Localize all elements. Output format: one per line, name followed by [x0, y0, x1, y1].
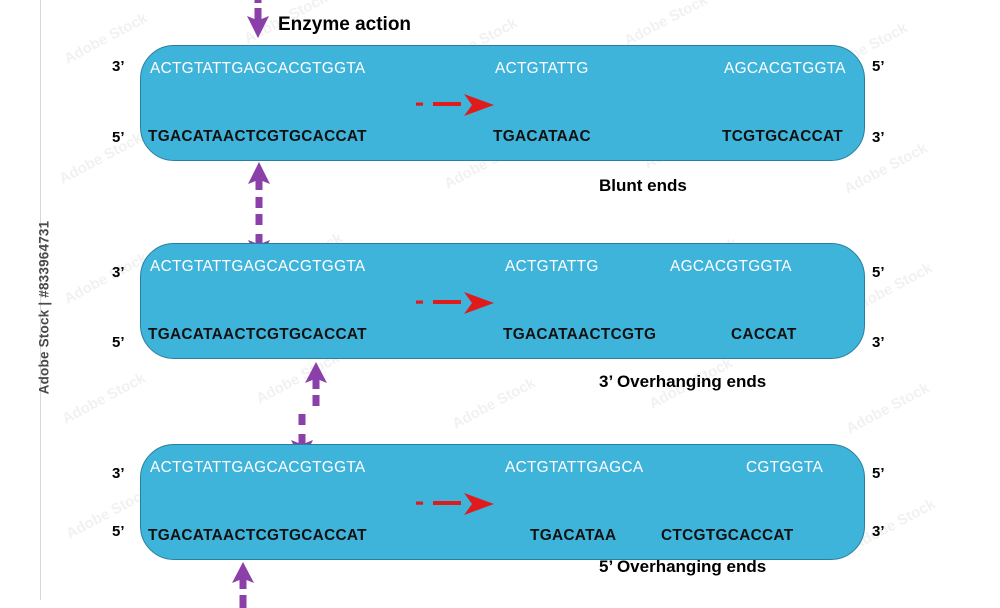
watermark-tile: Adobe Stock	[449, 374, 539, 433]
sequence-segment-right: TCGTGCACCAT	[722, 128, 843, 145]
sequence-segment-left: TGACATAACTCGTGCACCAT	[148, 326, 367, 343]
bottom-strand: TGACATAACTCGTGCACCAT TGACATAACTCGTG CACC…	[141, 324, 864, 346]
sequence-segment-middle: ACTGTATTG	[505, 258, 599, 275]
watermark-tile: Adobe Stock	[56, 129, 146, 188]
sequence-segment-middle: TGACATAAC	[493, 128, 591, 145]
dna-panel-five-prime-overhang: ACTGTATTGAGCACGTGGTA ACTGTATTGAGCA CGTGG…	[140, 444, 865, 560]
watermark-tile: Adobe Stock	[59, 369, 149, 428]
cut-site-arrow-icon	[416, 94, 494, 116]
enzyme-action-arrow-icon	[247, 0, 269, 38]
sequence-segment-left: TGACATAACTCGTGCACCAT	[148, 527, 367, 544]
bottom-strand: TGACATAACTCGTGCACCAT TGACATAAC TCGTGCACC…	[141, 126, 864, 148]
watermark-tile: Adobe Stock	[621, 0, 711, 50]
top-strand: ACTGTATTGAGCACGTGGTA ACTGTATTG AGCACGTGG…	[141, 256, 864, 278]
prime-label-left-top: 3’	[112, 264, 125, 281]
flow-arrow-up-icon	[232, 562, 254, 608]
sequence-segment-right: AGCACGTGGTA	[670, 258, 792, 275]
panel-caption-three-prime-overhang: 3’ Overhanging ends	[599, 372, 767, 391]
sequence-segment-middle: TGACATAACTCGTG	[503, 326, 657, 343]
watermark-divider	[40, 0, 41, 600]
sequence-segment-right: CTCGTGCACCAT	[661, 527, 794, 544]
top-strand: ACTGTATTGAGCACGTGGTA ACTGTATTG AGCACGTGG…	[141, 58, 864, 80]
sequence-segment-left: TGACATAACTCGTGCACCAT	[148, 128, 367, 145]
sequence-segment-right: CACCAT	[731, 326, 797, 343]
cut-site-arrow-icon	[416, 493, 494, 515]
watermark-credit: Adobe Stock | #833964731	[36, 220, 52, 395]
dna-panel-blunt-ends: ACTGTATTGAGCACGTGGTA ACTGTATTG AGCACGTGG…	[140, 45, 865, 161]
prime-label-right-bottom: 3’	[872, 334, 885, 351]
watermark-tile: Adobe Stock	[843, 379, 933, 438]
prime-label-left-bottom: 5’	[112, 523, 125, 540]
prime-label-right-bottom: 3’	[872, 523, 885, 540]
sequence-segment-right: AGCACGTGGTA	[724, 60, 846, 77]
watermark-tile: Adobe Stock	[63, 484, 153, 543]
flow-arrow-up-icon	[248, 162, 270, 208]
prime-label-right-top: 5’	[872, 58, 885, 75]
bottom-strand: TGACATAACTCGTGCACCAT TGACATAA CTCGTGCACC…	[141, 525, 864, 547]
prime-label-left-bottom: 5’	[112, 334, 125, 351]
watermark-tile: Adobe Stock	[61, 249, 151, 308]
panel-caption-five-prime-overhang: 5’ Overhanging ends	[599, 557, 767, 576]
sequence-segment-left: ACTGTATTGAGCACGTGGTA	[150, 60, 366, 77]
top-strand: ACTGTATTGAGCACGTGGTA ACTGTATTGAGCA CGTGG…	[141, 457, 864, 479]
cut-site-arrow-icon	[416, 292, 494, 314]
enzyme-action-label: Enzyme action	[278, 14, 412, 35]
sequence-segment-right: CGTGGTA	[746, 459, 824, 476]
sequence-segment-middle: ACTGTATTG	[495, 60, 589, 77]
prime-label-left-top: 3’	[112, 465, 125, 482]
watermark-tile: Adobe Stock	[61, 9, 151, 68]
prime-label-left-bottom: 5’	[112, 129, 125, 146]
flow-arrow-up-icon	[305, 362, 327, 406]
sequence-segment-left: ACTGTATTGAGCACGTGGTA	[150, 258, 366, 275]
panel-caption-blunt-ends: Blunt ends	[599, 176, 687, 195]
prime-label-left-top: 3’	[112, 58, 125, 75]
sequence-segment-middle: TGACATAA	[530, 527, 617, 544]
dna-panel-three-prime-overhang: ACTGTATTGAGCACGTGGTA ACTGTATTG AGCACGTGG…	[140, 243, 865, 359]
prime-label-right-top: 5’	[872, 264, 885, 281]
prime-label-right-top: 5’	[872, 465, 885, 482]
sequence-segment-middle: ACTGTATTGAGCA	[505, 459, 644, 476]
prime-label-right-bottom: 3’	[872, 129, 885, 146]
sequence-segment-left: ACTGTATTGAGCACGTGGTA	[150, 459, 366, 476]
